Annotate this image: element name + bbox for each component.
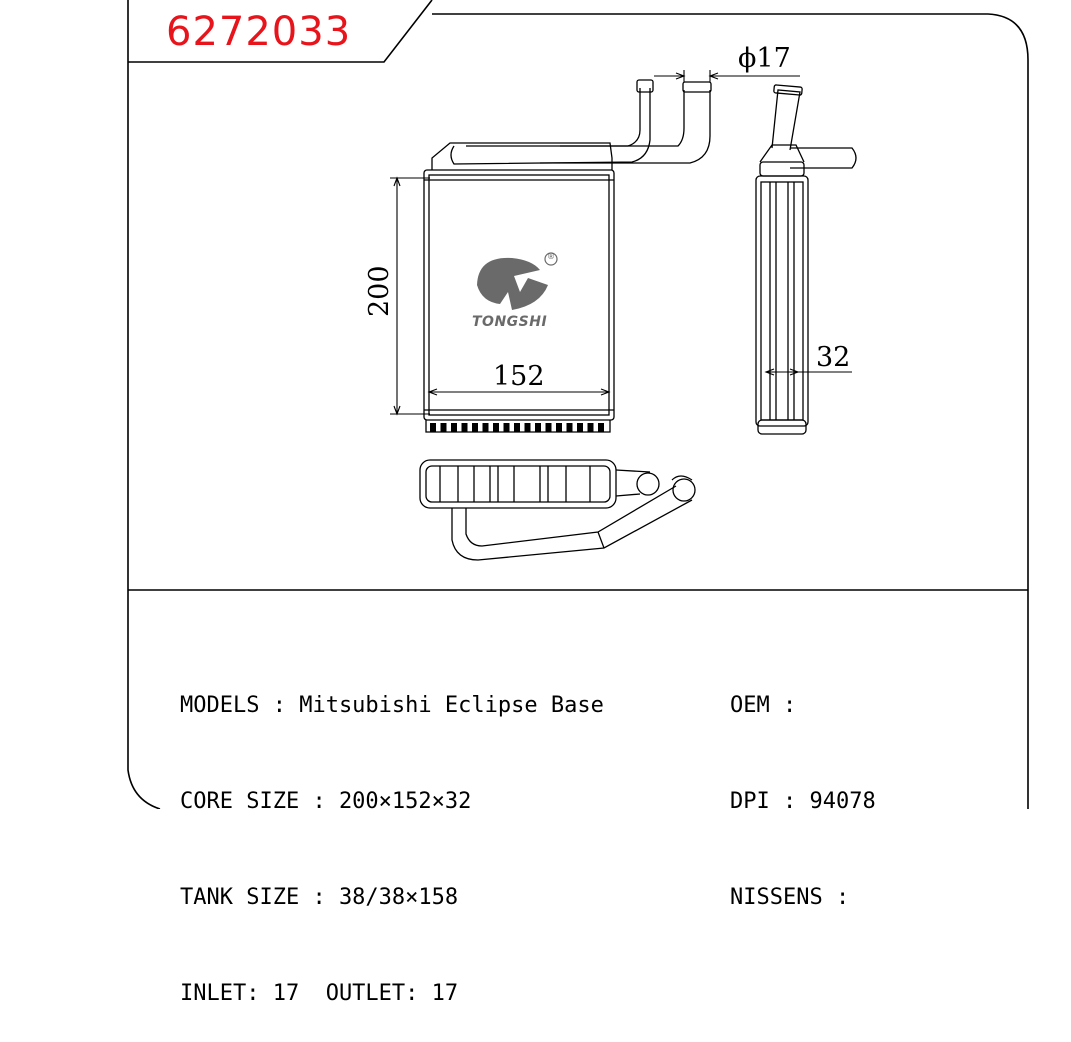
- depth-label: 32: [816, 342, 851, 373]
- header-teeth: [430, 423, 604, 432]
- specs-left: MODELS : Mitsubishi Eclipse Base CORE SI…: [180, 626, 604, 1042]
- border-outline: [127, 0, 1029, 809]
- spec-oem: OEM :: [730, 693, 797, 718]
- height-label: 200: [364, 265, 395, 317]
- spec-dpi: DPI : 94078: [730, 789, 876, 814]
- header-tooth: [566, 423, 573, 432]
- height-dimension: [390, 176, 430, 416]
- header-tooth: [472, 423, 478, 432]
- spec-inlet-outlet: INLET: 17 OUTLET: 17: [180, 981, 459, 1006]
- header-tooth: [598, 423, 604, 432]
- header-tooth: [503, 423, 510, 432]
- logo-text: TONGSHI: [472, 314, 548, 330]
- spec-core-size: CORE SIZE : 200×152×32: [180, 789, 472, 814]
- depth-dimension: [764, 368, 852, 376]
- pipe-diameter-dimension: [654, 70, 800, 82]
- part-number: 6272033: [166, 9, 352, 55]
- top-view: [419, 459, 696, 561]
- header-tooth: [587, 423, 594, 432]
- spec-tank-size: TANK SIZE : 38/38×158: [180, 885, 459, 910]
- header-tooth: [461, 423, 468, 432]
- front-view: [423, 79, 712, 433]
- pipe-diameter-label: ϕ17: [738, 43, 791, 74]
- width-dimension: [427, 388, 611, 396]
- width-label: 152: [493, 361, 545, 392]
- spec-nissens: NISSENS :: [730, 885, 850, 910]
- registered-mark: ®: [547, 252, 555, 261]
- header-tooth: [514, 423, 520, 432]
- header-tooth: [535, 423, 541, 432]
- header-tooth: [451, 423, 457, 432]
- side-view: [755, 84, 857, 435]
- header-tooth: [556, 423, 562, 432]
- header-tooth: [577, 423, 583, 432]
- header-tooth: [493, 423, 499, 432]
- header-tooth: [482, 423, 489, 432]
- header-tooth: [524, 423, 531, 432]
- specs-right: OEM : DPI : 94078 NISSENS :: [730, 626, 876, 946]
- header-tooth: [440, 423, 447, 432]
- spec-models: MODELS : Mitsubishi Eclipse Base: [180, 693, 604, 718]
- header-tooth: [430, 423, 436, 432]
- tongshi-logo-icon: [477, 252, 558, 310]
- header-tooth: [545, 423, 552, 432]
- drawing-frame: [127, 0, 1029, 809]
